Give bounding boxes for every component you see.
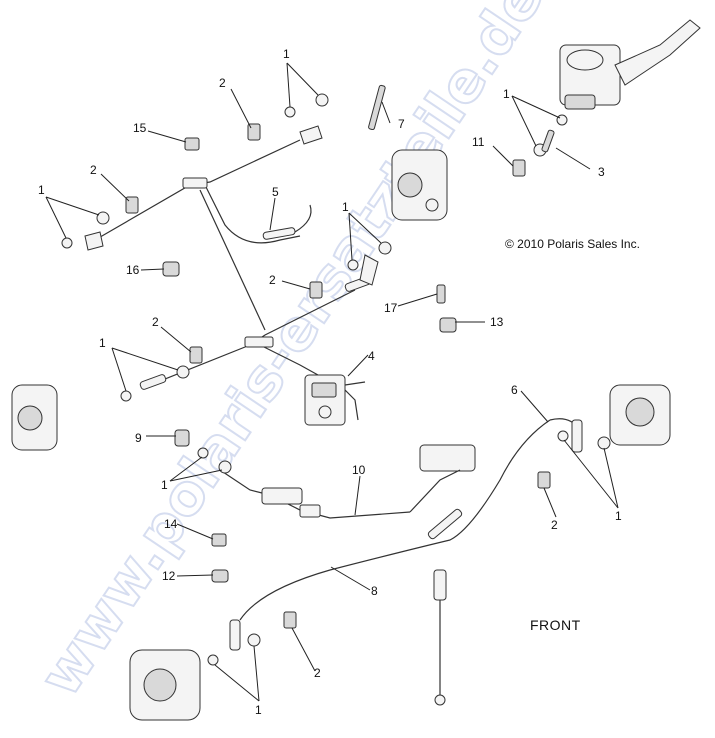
callout-2-top: 2 [219, 76, 226, 90]
copyright-text: © 2010 Polaris Sales Inc. [505, 237, 640, 251]
callout-10: 10 [352, 463, 366, 477]
caliper-left [11, 384, 58, 451]
callout-6: 6 [511, 383, 518, 397]
caliper-right [609, 384, 671, 446]
callout-1-left-mid: 1 [99, 336, 106, 350]
callout-7: 7 [398, 117, 405, 131]
callout-2-bottom: 2 [314, 666, 321, 680]
callout-1-top: 1 [283, 47, 290, 61]
watermark: www.polaris-ersatzteile.de [27, 0, 557, 709]
callout-1-left-lower: 1 [161, 478, 168, 492]
caliper-upper-middle [391, 149, 448, 221]
callout-2-mid: 2 [269, 273, 276, 287]
caliper-lower-left [129, 649, 201, 721]
leader-lines [45, 62, 619, 702]
small-hardware [61, 84, 611, 666]
callout-13: 13 [490, 315, 504, 329]
callout-2-right: 2 [551, 518, 558, 532]
callout-1-right-top: 1 [503, 87, 510, 101]
callout-5: 5 [272, 185, 279, 199]
callout-3: 3 [598, 165, 605, 179]
callout-9: 9 [135, 431, 142, 445]
proportioning-valve [304, 374, 366, 426]
callout-1-right: 1 [615, 509, 622, 523]
front-label: FRONT [530, 617, 581, 633]
callout-17: 17 [384, 301, 398, 315]
callout-8: 8 [371, 584, 378, 598]
callout-11: 11 [472, 135, 485, 149]
watermark-text: www.polaris-ersatzteile.de [28, 0, 556, 708]
callout-1-bottom: 1 [255, 703, 262, 717]
callout-12: 12 [162, 569, 176, 583]
upper-brake-hose-assembly [84, 125, 323, 331]
callout-16: 16 [126, 263, 140, 277]
middle-brake-hose-assembly [139, 254, 379, 421]
callout-15: 15 [133, 121, 147, 135]
callout-14: 14 [164, 517, 178, 531]
master-cylinder [559, 19, 701, 110]
callout-2-left-upper: 2 [90, 163, 97, 177]
callout-4: 4 [368, 349, 375, 363]
callout-1-left-upper: 1 [38, 183, 45, 197]
callout-1-mid-right: 1 [342, 200, 349, 214]
callout-numbers: 1 2 15 1 2 5 7 1 3 11 1 © 2010 Polaris S… [38, 47, 640, 717]
lower-brake-lines [219, 418, 583, 706]
callout-2-left-mid: 2 [152, 315, 159, 329]
